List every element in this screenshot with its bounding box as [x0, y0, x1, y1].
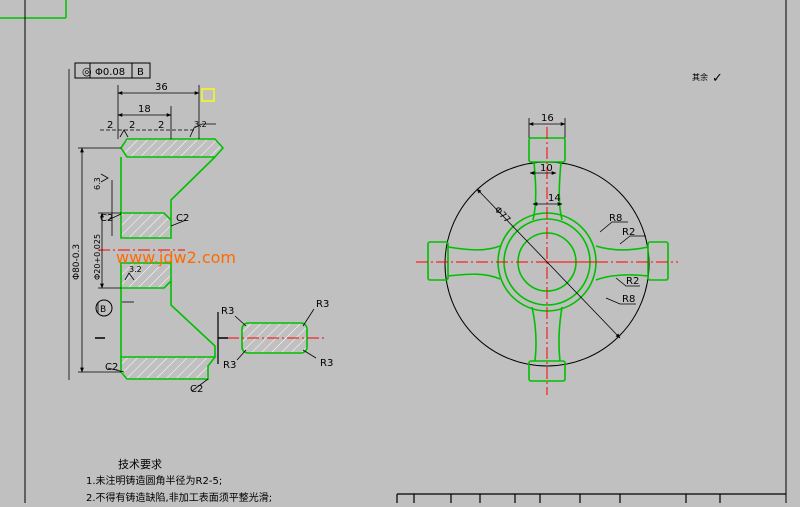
tech-requirement-1: 1.未注明铸造圆角半径为R2-5; — [86, 476, 223, 487]
front-fillet-top: R8 — [609, 213, 622, 224]
roughness-top: 3.2 — [194, 120, 207, 129]
section-outline — [120, 138, 225, 380]
dim-step-3: 2 — [158, 120, 164, 131]
section-hatching — [121, 139, 223, 379]
spoke-r-top-right: R3 — [316, 299, 329, 310]
tolerance-datum: B — [137, 67, 144, 78]
dim-step-2: 2 — [129, 120, 135, 131]
roughness-bore: 3.2 — [129, 265, 142, 274]
section-dimensions — [68, 69, 216, 392]
datum-circle — [95, 299, 113, 317]
roughness-note-text: 其余 — [692, 72, 708, 82]
spoke-r-top-left: R3 — [221, 306, 234, 317]
title-block — [396, 493, 786, 503]
front-spoke-width: 10 — [540, 163, 553, 174]
dim-inner-width: 18 — [138, 104, 151, 115]
dim-outer-diameter: Φ80-0.3 — [72, 244, 82, 280]
front-fillet-right-bottom: R2 — [626, 276, 639, 287]
roughness-left: 6.3 — [93, 177, 102, 190]
front-fillet-bottom: R8 — [622, 294, 635, 305]
chamfer-d: C2 — [190, 384, 203, 395]
tech-requirements-title: 技术要求 — [118, 458, 162, 471]
front-fillet-right-top: R2 — [622, 227, 635, 238]
front-top-width: 16 — [541, 113, 554, 124]
chamfer-a: C2 — [100, 213, 113, 224]
section-view — [98, 138, 225, 380]
chamfer-b: C2 — [176, 213, 189, 224]
sheet-frame — [0, 0, 787, 503]
tech-requirement-2: 2.不得有铸造缺陷,非加工表面须平整光滑; — [86, 493, 273, 504]
selection-marker — [201, 88, 215, 102]
roughness-note-symbol: ✓ — [712, 71, 723, 86]
spoke-r-bottom-right: R3 — [320, 358, 333, 369]
datum-label: B — [100, 305, 106, 315]
dim-bore-diameter: Φ20+0.025 — [93, 234, 102, 280]
tolerance-frame-box — [74, 62, 151, 79]
dim-overall-width: 36 — [155, 82, 168, 93]
dim-step-1: 2 — [107, 120, 113, 131]
spoke-section — [217, 308, 325, 364]
spoke-r-bottom-left: R3 — [223, 360, 236, 371]
front-view — [416, 118, 678, 395]
chamfer-c: C2 — [105, 362, 118, 373]
tolerance-symbol: ◎ — [82, 65, 92, 78]
watermark: www.jdw2.com — [116, 248, 236, 267]
front-hub-width: 14 — [548, 193, 561, 204]
tolerance-value: Φ0.08 — [95, 67, 125, 78]
